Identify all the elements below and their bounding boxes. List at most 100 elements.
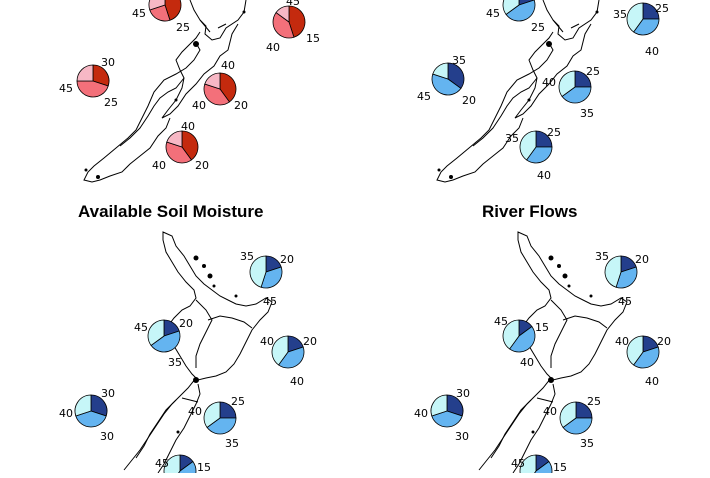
island — [212, 284, 216, 288]
pie-value-label: 40 — [542, 76, 556, 89]
pie-slice — [275, 5, 290, 23]
panel-bottom-right — [478, 231, 628, 474]
pie-slice — [561, 86, 592, 104]
south-island-divide — [472, 77, 538, 147]
south-island-outline — [436, 42, 554, 183]
pie-value-label: 35 — [505, 132, 519, 145]
pie-slice — [519, 130, 537, 161]
coastline — [123, 231, 273, 474]
pie-slice — [90, 394, 108, 417]
pie-value-label: 40 — [537, 169, 551, 182]
pie-value-label: 20 — [280, 253, 294, 266]
pie-value-label: 25 — [587, 395, 601, 408]
islands — [531, 255, 593, 434]
pie-slice — [502, 0, 520, 15]
pie-slice — [505, 0, 536, 22]
pie-slice — [76, 80, 109, 98]
pie-slice — [271, 335, 289, 366]
pie-value-label: 45 — [59, 82, 73, 95]
pie-slice — [432, 62, 449, 80]
pie-value-label: 45 — [132, 7, 146, 20]
pie-value-label: 20 — [195, 159, 209, 172]
island — [595, 10, 599, 14]
pie-slice — [249, 255, 267, 288]
pie-slice — [272, 12, 295, 39]
panel-title-soil-moisture: Available Soil Moisture — [78, 202, 264, 221]
island — [174, 98, 178, 102]
pie-slice — [447, 62, 465, 89]
pie-slice — [430, 394, 448, 417]
south-island-outline — [83, 42, 201, 183]
pie-slice — [219, 72, 237, 103]
pie-value-label: 25 — [655, 2, 669, 15]
pie-value-label: 40 — [645, 375, 659, 388]
panel-bottom-left — [123, 231, 273, 474]
pie-value-label: 45 — [494, 315, 508, 328]
pie-value-label: 25 — [231, 395, 245, 408]
pie-value-label: 45 — [263, 295, 277, 308]
pie-value-label: 40 — [414, 407, 428, 420]
pie-value-label: 45 — [155, 457, 169, 470]
pie-value-label: 45 — [286, 0, 300, 8]
pie-slice — [203, 401, 221, 428]
pie-value-label: 20 — [179, 317, 193, 330]
island — [548, 377, 554, 383]
panel-top-left — [83, 0, 247, 183]
pie-value-label: 35 — [580, 107, 594, 120]
island — [562, 273, 568, 279]
pie-value-label: 20 — [234, 99, 248, 112]
pie-slice — [509, 326, 536, 353]
pie-slice — [431, 73, 462, 96]
island — [567, 284, 571, 288]
pie-value-label: 40 — [266, 41, 280, 54]
pie-value-label: 45 — [486, 7, 500, 20]
pie-value-label: 45 — [417, 90, 431, 103]
pie-value-label: 30 — [456, 387, 470, 400]
pie-value-label: 40 — [59, 407, 73, 420]
pie-value-label: 35 — [240, 250, 254, 263]
pie-slice — [562, 417, 593, 435]
pie-value-label: 15 — [197, 461, 211, 473]
pie-value-label: 40 — [645, 45, 659, 58]
pie-value-label: 40 — [290, 375, 304, 388]
pie-slice — [519, 454, 537, 478]
pie-value-label: 25 — [531, 21, 545, 34]
island — [546, 41, 552, 47]
pie-slice — [502, 319, 520, 350]
pie-slice — [431, 410, 463, 428]
island — [193, 377, 199, 383]
pie-slice — [147, 319, 165, 346]
pie-slice — [150, 330, 181, 353]
pie-slice — [92, 64, 110, 87]
island — [202, 264, 206, 268]
pie-value-label: 30 — [101, 387, 115, 400]
pie-slice — [278, 346, 305, 369]
pie-slice — [181, 130, 199, 161]
pie-value-label: 45 — [511, 457, 525, 470]
north-island-divide — [550, 299, 608, 368]
pie-value-label: 40 — [192, 99, 206, 112]
pie-value-label: 45 — [134, 321, 148, 334]
pie-value-label: 40 — [188, 405, 202, 418]
island — [449, 175, 453, 179]
pie-slice — [288, 5, 306, 38]
north-island-divide — [195, 299, 253, 368]
south-island-outline — [123, 377, 201, 474]
island — [242, 10, 246, 14]
pie-value-label: 20 — [635, 253, 649, 266]
island — [207, 273, 213, 279]
